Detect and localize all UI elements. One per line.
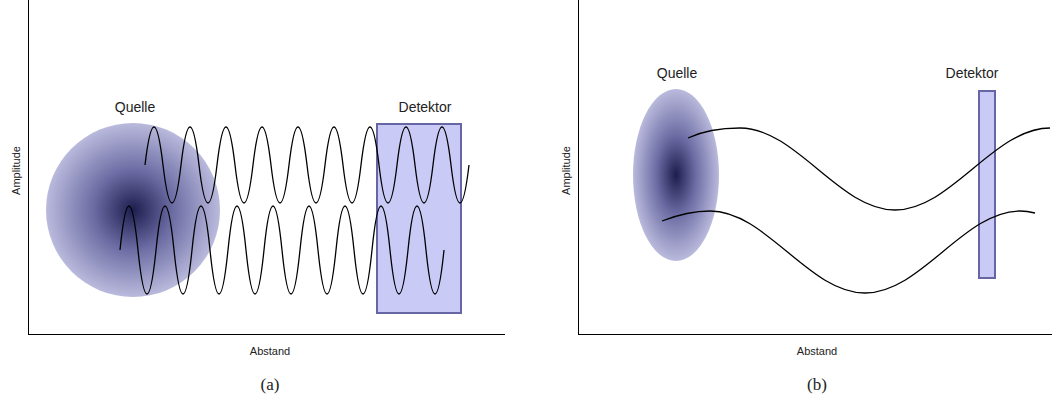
x-axis: [578, 334, 1052, 335]
x-axis: [28, 334, 505, 335]
source-ellipse: Quelle: [633, 89, 719, 261]
y-axis: [28, 0, 29, 335]
wave: [688, 128, 1050, 210]
y-axis: [578, 0, 579, 335]
panel-label: (b): [807, 375, 827, 395]
axis-label: Amplitude: [10, 146, 23, 195]
axis-label: Abstand: [797, 345, 837, 358]
axis-label: Abstand: [250, 345, 290, 358]
node-label: Quelle: [115, 99, 155, 115]
axis-label: Amplitude: [559, 146, 572, 195]
node-label: Quelle: [657, 65, 697, 81]
wave: [145, 127, 469, 203]
node-label: Detektor: [946, 65, 999, 81]
detector-box: Detektor: [978, 90, 996, 279]
panel-label: (a): [261, 375, 280, 395]
source-circle: Quelle: [46, 123, 220, 297]
wave: [662, 211, 1035, 293]
source-shape: [633, 89, 719, 261]
wave: [120, 206, 444, 294]
source-shape: [46, 123, 220, 297]
node-label: Detektor: [399, 99, 452, 115]
